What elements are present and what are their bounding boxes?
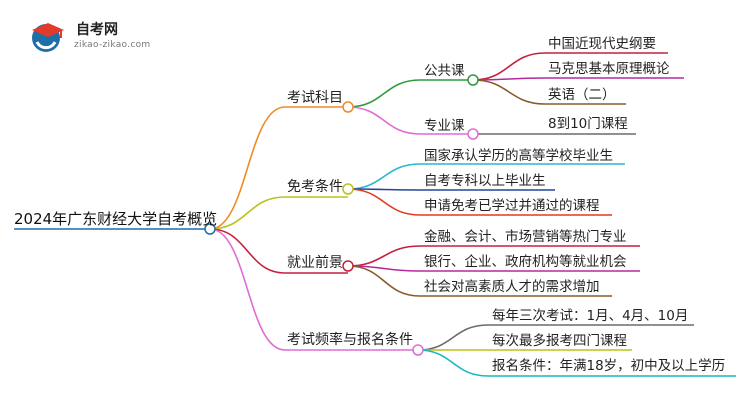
leaf-exemption-1: 国家承认学历的高等学校毕业生 — [424, 148, 613, 164]
edge-root-career — [209, 228, 286, 274]
node-public-courses: 公共课 — [424, 63, 465, 79]
junction-root — [204, 223, 216, 235]
junction-public — [467, 74, 479, 86]
edge-root-frequency — [209, 228, 286, 351]
node-major-courses: 专业课 — [424, 118, 465, 134]
edge-exemption-1 — [347, 163, 421, 190]
edge-root-subjects — [209, 106, 286, 230]
leaf-marxism: 马克思基本原理概论 — [548, 61, 670, 77]
junction-career — [342, 260, 354, 272]
leaf-exemption-2: 自考专科以上毕业生 — [424, 173, 546, 189]
junction-frequency — [412, 344, 424, 356]
edge-public-history — [472, 52, 546, 81]
branch-exemption-conditions: 免考条件 — [287, 179, 343, 195]
branch-exam-frequency: 考试频率与报名条件 — [287, 332, 413, 348]
leaf-history-outline: 中国近现代史纲要 — [548, 36, 656, 52]
branch-exam-subjects: 考试科目 — [287, 90, 343, 106]
junction-subjects — [342, 101, 354, 113]
leaf-course-count: 8到10门课程 — [548, 116, 628, 132]
graduation-cap-icon — [32, 23, 64, 52]
root-node-label: 2024年广东财经大学自考概览 — [14, 210, 218, 228]
leaf-career-2: 银行、企业、政府机构等就业机会 — [424, 254, 627, 270]
leaf-career-1: 金融、会计、市场营销等热门专业 — [424, 229, 627, 245]
junction-exemption — [342, 183, 354, 195]
leaf-frequency-2: 每次最多报考四门课程 — [492, 333, 627, 349]
edge-subjects-major — [347, 106, 421, 135]
edge-frequency-1 — [417, 324, 489, 351]
edge-career-1 — [347, 245, 421, 267]
logo-url: zikao-zikao.com — [74, 40, 151, 50]
edge-exemption-3 — [347, 188, 421, 216]
edge-frequency-3 — [417, 349, 489, 377]
junction-major — [467, 128, 479, 140]
edge-career-3 — [347, 265, 421, 297]
leaf-exemption-3: 申请免考已学过并通过的课程 — [424, 198, 600, 214]
edge-root-exemption — [209, 196, 286, 230]
leaf-english: 英语（二） — [548, 87, 616, 103]
leaf-frequency-1: 每年三次考试：1月、4月、10月 — [492, 308, 689, 324]
edge-public-english — [472, 79, 546, 105]
leaf-career-3: 社会对高素质人才的需求增加 — [424, 279, 600, 295]
branch-career-prospects: 就业前景 — [287, 255, 343, 271]
edge-subjects-public — [347, 79, 421, 108]
leaf-frequency-3: 报名条件：年满18岁，初中及以上学历 — [492, 358, 726, 374]
logo-title: 自考网 — [76, 22, 118, 38]
site-logo[interactable]: 自考网 zikao-zikao.com — [26, 16, 176, 56]
